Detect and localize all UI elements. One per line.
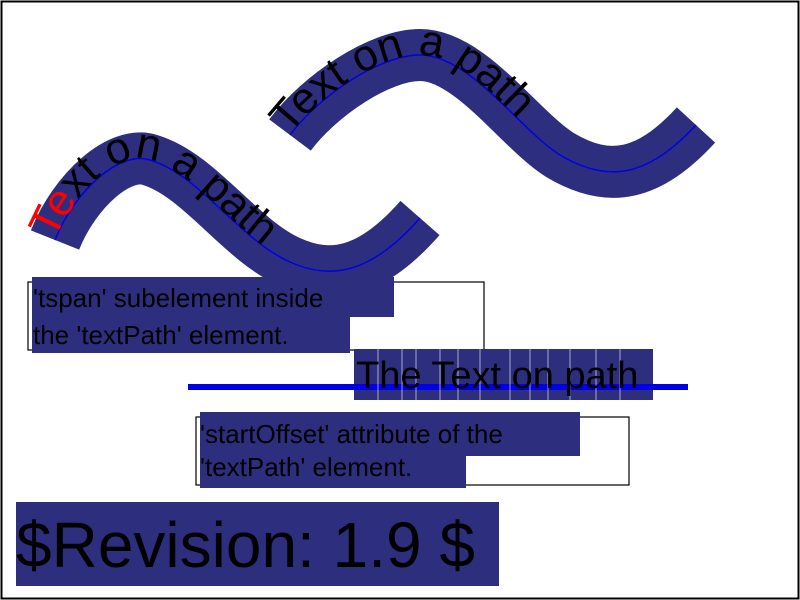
revision-text: $Revision: 1.9 $ <box>16 509 475 581</box>
revision-highlight <box>16 502 499 586</box>
caption-2: 'startOffset' attribute of the 'textPath… <box>195 412 630 488</box>
caption-2-line2-highlight <box>200 456 466 488</box>
revision-label: $Revision: 1.9 $ <box>16 502 499 586</box>
caption-2-line1: 'startOffset' attribute of the <box>200 419 503 449</box>
caption-1-line2: the 'textPath' element. <box>33 320 289 350</box>
offset-text-glyph-dividers <box>377 349 621 400</box>
offset-text-group: The Text on path <box>188 349 688 400</box>
text-path-group-2: Text on a path <box>260 15 696 172</box>
caption-1-line1-highlight <box>32 277 394 317</box>
offset-text-highlight <box>354 349 653 400</box>
text-path-group-1: Text on a path <box>20 118 420 271</box>
caption-1: 'tspan' subelement inside the 'textPath'… <box>27 277 485 353</box>
caption-2-line2: 'textPath' element. <box>200 452 412 482</box>
offset-text: The Text on path <box>356 355 638 397</box>
caption-1-line1: 'tspan' subelement inside <box>33 283 323 313</box>
caption-2-line1-highlight <box>200 412 580 456</box>
caption-1-line2-highlight <box>32 317 350 353</box>
